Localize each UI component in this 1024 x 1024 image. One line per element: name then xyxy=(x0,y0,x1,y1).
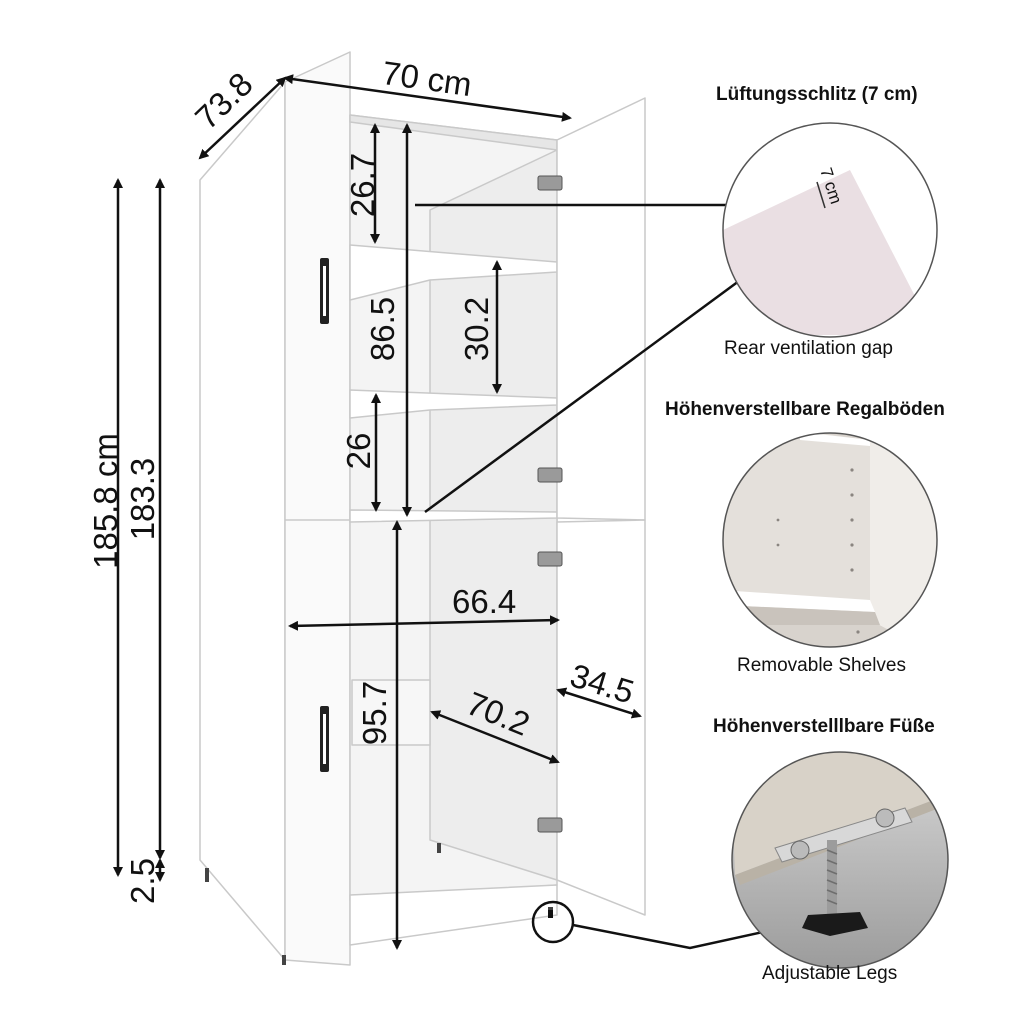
legs-caption: Adjustable Legs xyxy=(762,963,898,984)
door-handles xyxy=(320,258,329,772)
dim-upper-section: 86.5 xyxy=(364,296,401,362)
dimension-arrows xyxy=(113,74,642,950)
leg-marker xyxy=(548,910,553,918)
dim-lower-compartment: 26 xyxy=(340,432,377,470)
dim-lower-section: 95.7 xyxy=(356,680,393,746)
vent-title: Lüftungsschlitz (7 cm) xyxy=(716,84,918,105)
dim-total-height: 185.8 cm xyxy=(87,433,124,569)
legs-detail-circle xyxy=(731,751,949,969)
vent-caption: Rear ventilation gap xyxy=(724,338,893,359)
dim-top-compartment: 26.7 xyxy=(344,152,381,218)
callout-connectors xyxy=(415,200,797,950)
dim-leg-height: 2.5 xyxy=(124,858,161,904)
shelves-title: Höhenverstellbare Regalböden xyxy=(665,399,945,420)
legs-title: Höhenverstelllbare Füße xyxy=(713,716,935,737)
shelves-detail-circle xyxy=(722,432,938,648)
dim-body-height: 183.3 xyxy=(124,457,161,541)
dim-inner-width: 66.4 xyxy=(452,583,517,620)
shelves-caption: Removable Shelves xyxy=(737,655,906,676)
vent-detail-circle xyxy=(722,122,938,338)
dim-middle-compartment: 30.2 xyxy=(458,296,495,362)
hinges xyxy=(537,175,563,833)
cabinet-body xyxy=(199,51,646,966)
